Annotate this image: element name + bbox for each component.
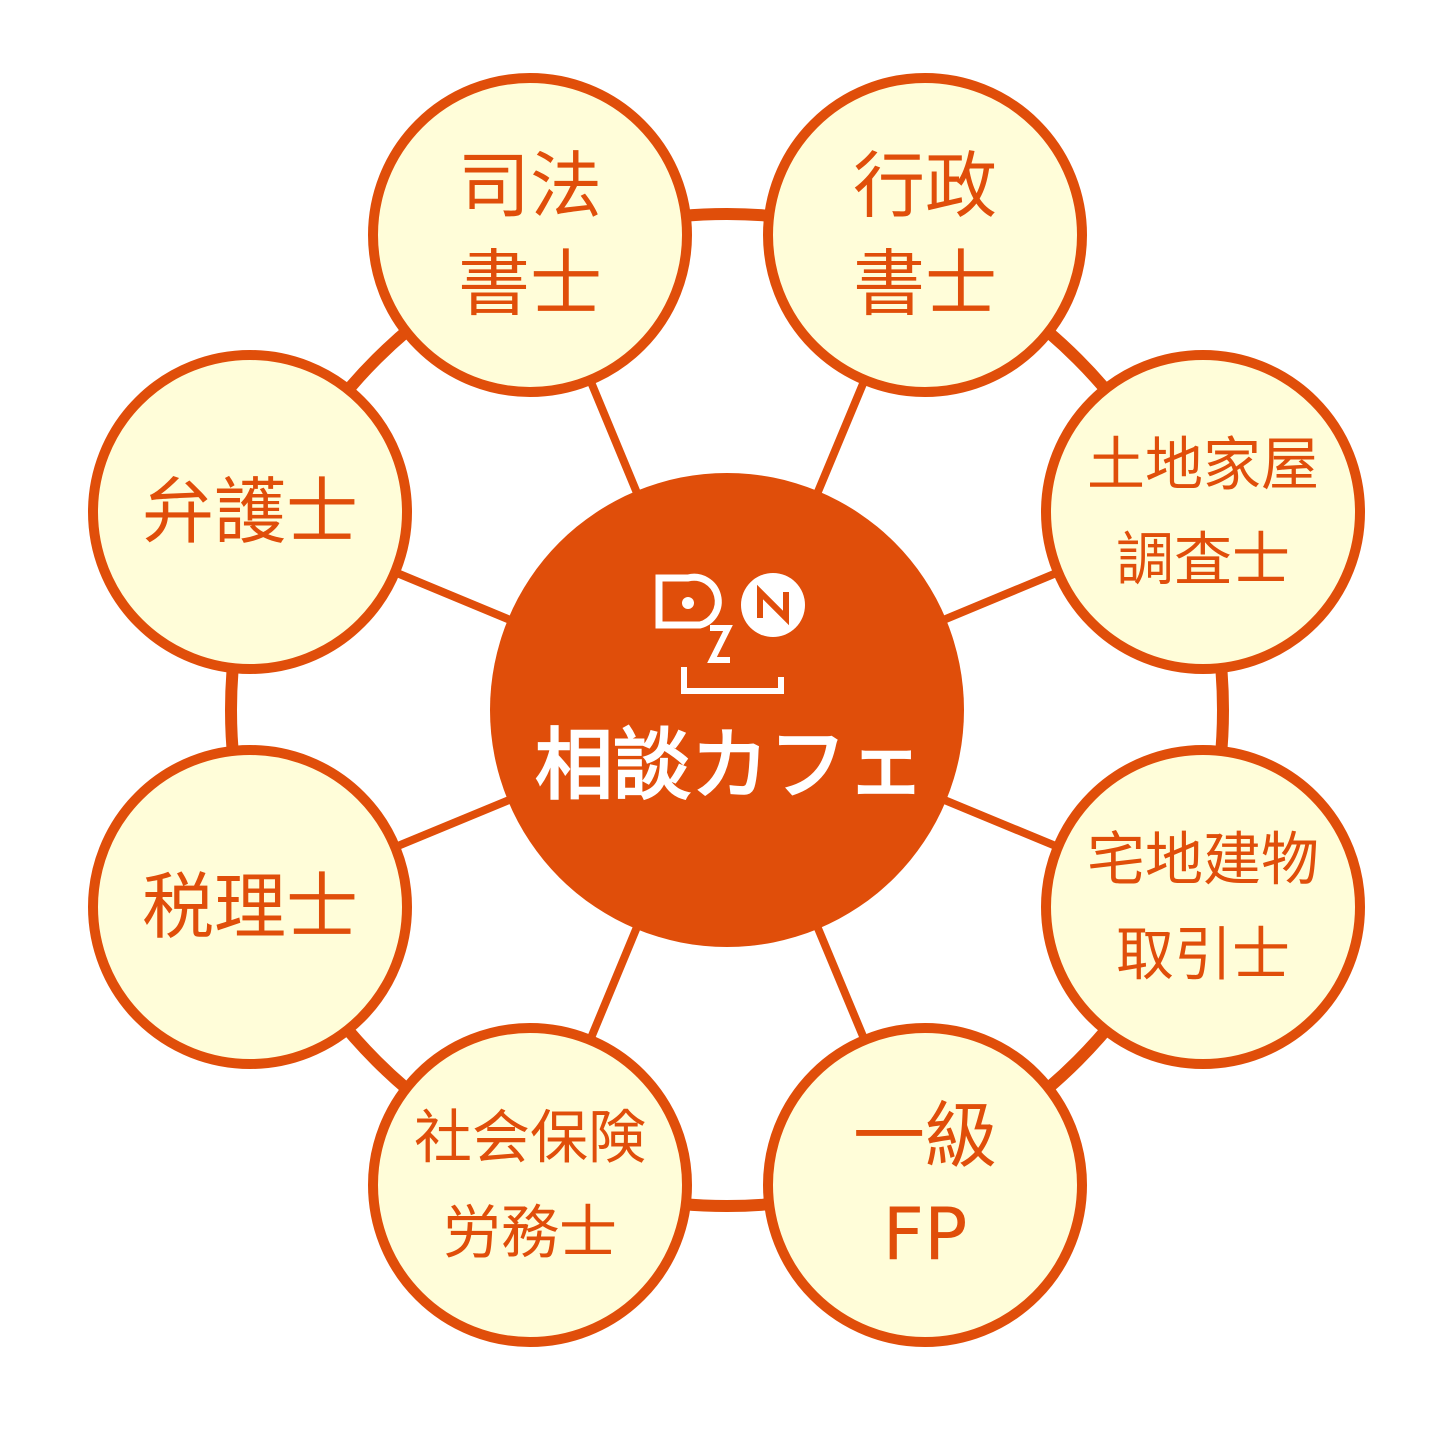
- node-circle: [1041, 745, 1365, 1069]
- node-circle: [368, 73, 692, 397]
- node-circle: [368, 1023, 692, 1347]
- node-label-line: 労務士: [443, 1199, 617, 1267]
- node-circle: [1041, 350, 1365, 674]
- node-label-line: 税理士: [142, 865, 358, 949]
- node-label-line: 社会保険: [414, 1104, 646, 1172]
- node-circle: [88, 350, 412, 674]
- logo-icon: [655, 573, 805, 694]
- node-label-line: 取引士: [1116, 921, 1290, 989]
- node-label-line: FP: [883, 1192, 968, 1276]
- node-lawyer: 弁護士: [88, 350, 412, 674]
- node-financial-planner: 一級 FP: [763, 1023, 1087, 1347]
- node-circle: [88, 745, 412, 1069]
- node-label-line: 書士: [458, 242, 602, 326]
- center-hub: 相談カフェ: [490, 473, 964, 947]
- node-label-line: 書士: [853, 242, 997, 326]
- ring-circle: [225, 208, 1229, 1212]
- node-label-line: 土地家屋: [1087, 431, 1319, 499]
- node-label-line: 一級: [853, 1094, 997, 1178]
- node-label-line: 司法: [458, 144, 602, 228]
- node-label-line: 宅地建物: [1087, 826, 1319, 894]
- node-tax-accountant: 税理士: [88, 745, 412, 1069]
- center-circle: [490, 473, 964, 947]
- center-title: 相談カフェ: [535, 721, 925, 811]
- node-circle: [763, 1023, 1087, 1347]
- node-circle: [763, 73, 1087, 397]
- node-label-line: 行政: [853, 144, 997, 228]
- node-label-line: 弁護士: [142, 470, 358, 554]
- node-label-line: 調査士: [1116, 526, 1290, 594]
- outer-ring: [225, 208, 1229, 1212]
